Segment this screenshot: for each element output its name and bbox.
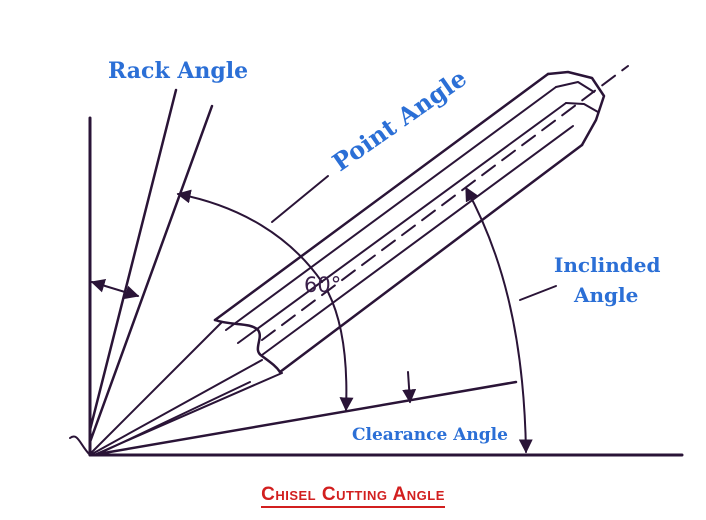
rack-angle-arrow [90, 278, 140, 300]
angle-value-label: 60° [304, 273, 341, 297]
diagram-title: Chisel Cutting Angle [0, 484, 706, 508]
rack-face-line-1 [88, 88, 178, 432]
cutting-line-b [91, 359, 263, 455]
chisel-center-line [261, 65, 629, 341]
sixty-degree-arc [327, 291, 354, 412]
chisel-body [213, 70, 606, 374]
clearance-line [96, 380, 518, 456]
point-angle-label: Point Angle [327, 63, 472, 177]
base-curl [69, 435, 91, 456]
clearance-angle-label: Clearance Angle [352, 425, 508, 445]
point-angle-leader [271, 175, 329, 223]
rack-angle-label: Rack Angle [108, 58, 248, 84]
rack-face-line-2 [88, 104, 214, 444]
cutting-line-a [91, 321, 223, 453]
cutting-line-d [95, 381, 251, 456]
inclined-angle-label-line1: Inclinded [554, 253, 661, 277]
inclined-angle-arc [465, 186, 533, 454]
point-angle-arc [176, 189, 323, 283]
inclined-angle-leader [519, 285, 557, 301]
inclined-angle-label-line2: Angle [573, 283, 638, 307]
clearance-arrow [402, 371, 417, 404]
diagram-title-text: Chisel Cutting Angle [261, 484, 445, 508]
